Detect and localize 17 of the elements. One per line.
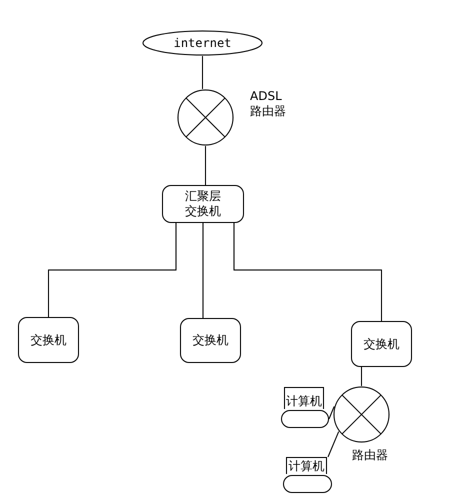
connector-line <box>328 431 340 458</box>
switch-box: 交换机 <box>351 321 412 367</box>
node-label: internet <box>174 36 232 50</box>
switch-box: 汇聚层交换机 <box>162 185 244 223</box>
connector-line <box>234 222 382 322</box>
switch-box: 交换机 <box>18 317 79 363</box>
router-label: ADSL 路由器 <box>250 89 287 119</box>
connector-line <box>48 222 176 318</box>
connector-line <box>202 222 204 318</box>
monitor-box: 计算机 <box>286 457 327 474</box>
switch-box: 交换机 <box>180 318 241 363</box>
router-label: 路由器 <box>352 448 389 463</box>
connector-line <box>361 366 362 386</box>
monitor-box: 计算机 <box>284 387 324 409</box>
connector-line <box>202 56 203 90</box>
connector-line <box>205 146 206 186</box>
connector-line <box>328 406 335 420</box>
